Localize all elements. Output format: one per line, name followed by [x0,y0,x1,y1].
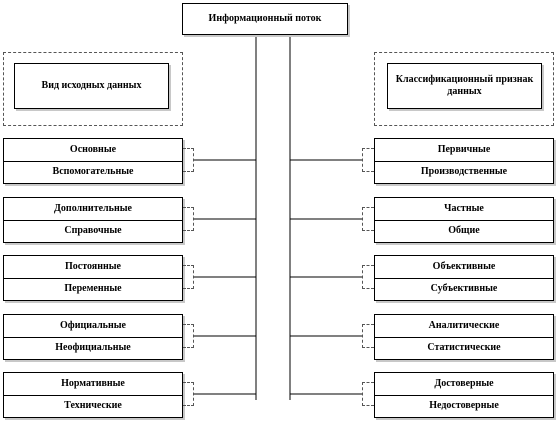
right-pair-5-top: Достоверные [375,373,553,396]
left-pair-5: Нормативные Технические [3,372,183,418]
left-pair-3-top: Постоянные [4,256,182,279]
right-bracket-2 [362,207,374,231]
title-label: Информационный поток [208,13,322,24]
left-bracket-1 [183,148,194,172]
left-pair-3-bottom: Переменные [64,283,122,294]
title-box: Информационный поток [182,3,348,35]
right-pair-2: Частные Общие [374,197,554,243]
left-bracket-4 [183,324,194,348]
left-header-frame [3,52,183,126]
right-pair-1-top: Первичные [375,139,553,162]
left-header-label: Вид исходных данных [41,80,142,91]
left-pair-1-top: Основные [4,139,182,162]
right-pair-3-top: Объективные [375,256,553,279]
right-bracket-4 [362,324,374,348]
right-pair-1-bottom: Производственные [420,166,508,177]
left-pair-5-bottom: Технические [64,400,122,411]
left-pair-2: Дополнительные Справочные [3,197,183,243]
right-pair-2-bottom: Общие [448,225,480,236]
right-pair-5: Достоверные Недостоверные [374,372,554,418]
left-pair-4-top: Официальные [4,315,182,338]
left-pair-2-bottom: Справочные [64,225,122,236]
right-header-box: Классификационный признак данных [387,63,542,109]
left-pair-5-top: Нормативные [4,373,182,396]
left-bracket-2 [183,207,194,231]
right-pair-3-bottom: Субъективные [430,283,498,294]
right-pair-3: Объективные Субъективные [374,255,554,301]
right-header-frame [374,52,554,126]
right-bracket-5 [362,382,374,406]
left-pair-1-bottom: Вспомогательные [52,166,134,177]
right-pair-4-top: Аналитические [375,315,553,338]
right-pair-4: Аналитические Статистические [374,314,554,360]
left-header-box: Вид исходных данных [14,63,169,109]
left-pair-1: Основные Вспомогательные [3,138,183,184]
right-header-label: Классификационный признак данных [395,74,534,97]
right-bracket-1 [362,148,374,172]
left-pair-2-top: Дополнительные [4,198,182,221]
left-bracket-3 [183,265,194,289]
left-bracket-5 [183,382,194,406]
left-pair-4-bottom: Неофициальные [55,342,131,353]
right-pair-1: Первичные Производственные [374,138,554,184]
right-bracket-3 [362,265,374,289]
right-pair-2-top: Частные [375,198,553,221]
right-pair-4-bottom: Статистические [427,342,501,353]
left-pair-4: Официальные Неофициальные [3,314,183,360]
left-pair-3: Постоянные Переменные [3,255,183,301]
right-pair-5-bottom: Недостоверные [429,400,499,411]
